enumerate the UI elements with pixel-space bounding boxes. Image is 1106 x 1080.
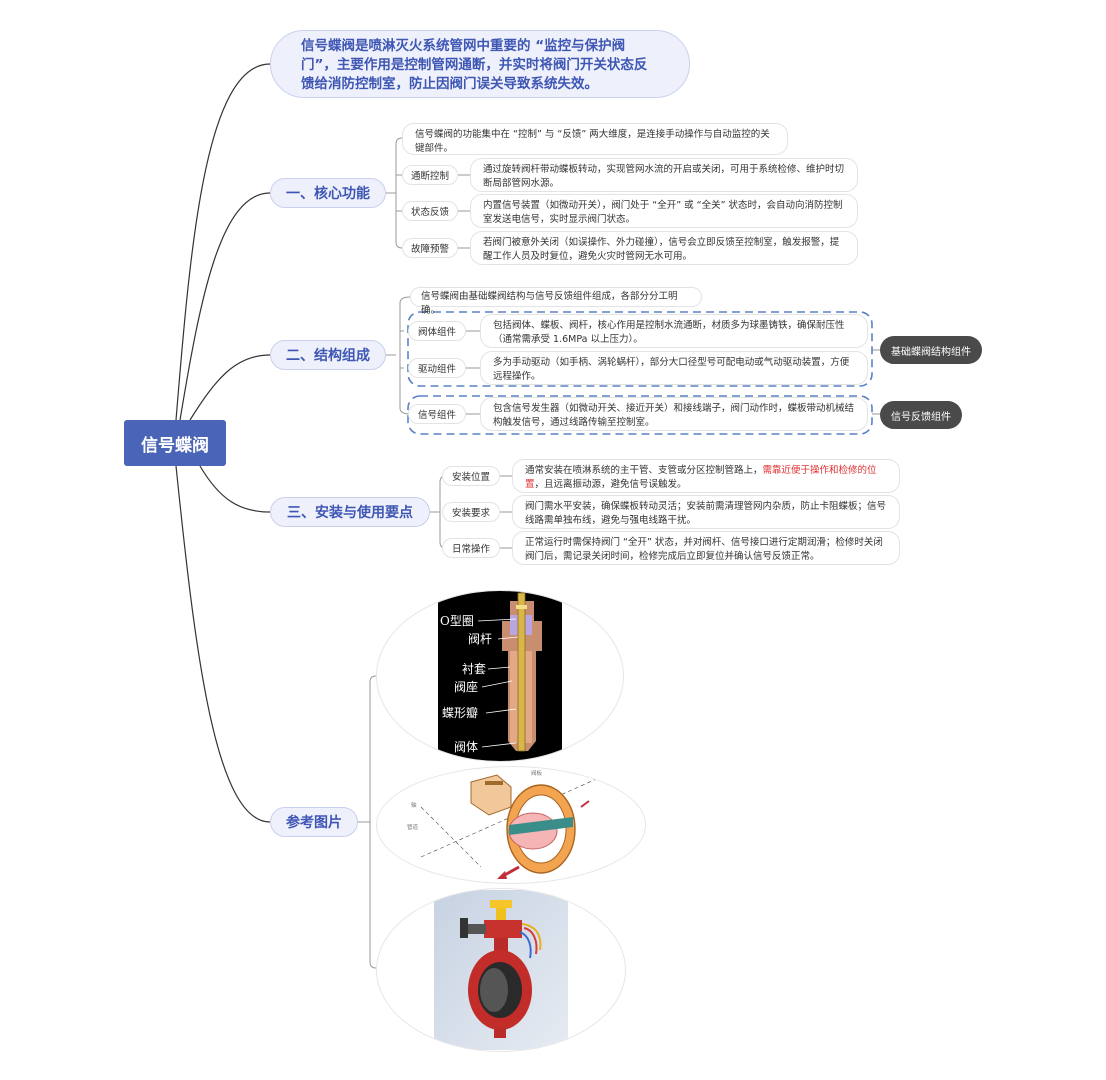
reference-image-isometric[interactable]: 阀门位置指示器 阀板 轴 管道: [376, 766, 646, 884]
intro-text: 信号蝶阀是喷淋灭火系统管网中重要的 “监控与保护阀门”，主要作用是控制管网通断，…: [301, 38, 648, 92]
label-text: 驱动组件: [417, 364, 456, 375]
label-text: 安装要求: [451, 508, 490, 519]
reference-image-cross-section[interactable]: O型圈 阀杆 衬套 阀座 蝶形瓣 阀体: [376, 590, 624, 762]
label-text: 状态反馈: [410, 207, 449, 218]
leaf-signal[interactable]: 包含信号发生器（如微动开关、接近开关）和接线端子，阀门动作时，蝶板带动机械结构触…: [480, 397, 868, 431]
leaf-install-requirements[interactable]: 阀门需水平安装，确保蝶板转动灵活；安装前需清理管网内杂质，防止卡阻蝶板；信号线路…: [512, 495, 900, 529]
tag-signal-components[interactable]: 信号反馈组件: [880, 401, 962, 429]
leaf-text: 通过旋转阀杆带动蝶板转动，实现管网水流的开启或关闭，可用于系统检修、维护时切断局…: [483, 164, 845, 189]
summary-structure[interactable]: 信号蝶阀由基础蝶阀结构与信号反馈组件组成，各部分分工明确。: [410, 287, 702, 316]
image-label-plate: 阀板: [531, 769, 543, 777]
label-on-off-control[interactable]: 通断控制: [402, 165, 458, 185]
label-text: 信号组件: [417, 410, 456, 421]
branch-title: 参考图片: [286, 815, 342, 831]
label-daily-operation[interactable]: 日常操作: [442, 538, 500, 558]
valve-cross-section-picture: O型圈 阀杆 衬套 阀座 蝶形瓣 阀体: [438, 591, 562, 761]
valve-isometric-picture: 阀门位置指示器 阀板 轴 管道: [403, 769, 602, 879]
leaf-drive[interactable]: 多为手动驱动（如手柄、涡轮蜗杆），部分大口径型号可配电动或气动驱动装置，方便远程…: [480, 351, 868, 385]
summary-core-functions[interactable]: 信号蝶阀的功能集中在 “控制” 与 “反馈” 两大维度，是连接手动操作与自动监控…: [402, 123, 788, 155]
valve-photo-picture: [434, 890, 568, 1050]
tag-text: 信号反馈组件: [891, 411, 951, 423]
image-label-shaft: 轴: [411, 801, 417, 809]
leaf-text: ，且远离振动源，避免信号误触发。: [534, 479, 687, 490]
branch-installation[interactable]: 三、安装与使用要点: [270, 497, 430, 527]
leaf-text: 内置信号装置（如微动开关），阀门处于 “全开” 或 “全关” 状态时，会自动向消…: [483, 200, 843, 225]
leaf-valve-body[interactable]: 包括阀体、蝶板、阀杆，核心作用是控制水流通断，材质多为球墨铸铁，确保耐压性（通常…: [480, 314, 868, 348]
branch-reference-images[interactable]: 参考图片: [270, 807, 358, 837]
label-text: 安装位置: [451, 472, 490, 483]
leaf-text: 多为手动驱动（如手柄、涡轮蜗杆），部分大口径型号可配电动或气动驱动装置，方便远程…: [493, 357, 850, 382]
label-signal[interactable]: 信号组件: [408, 404, 466, 424]
summary-text: 信号蝶阀由基础蝶阀结构与信号反馈组件组成，各部分分工明确。: [421, 291, 678, 316]
image-label-body: 阀体: [454, 740, 478, 754]
image-label-o-ring: O型圈: [440, 614, 474, 628]
leaf-on-off-control[interactable]: 通过旋转阀杆带动蝶板转动，实现管网水流的开启或关闭，可用于系统检修、维护时切断局…: [470, 158, 858, 192]
leaf-text: 包括阀体、蝶板、阀杆，核心作用是控制水流通断，材质多为球墨铸铁，确保耐压性（通常…: [493, 320, 845, 345]
label-drive[interactable]: 驱动组件: [408, 358, 466, 378]
label-text: 阀体组件: [417, 327, 456, 338]
label-install-location[interactable]: 安装位置: [442, 466, 500, 486]
branch-title: 三、安装与使用要点: [287, 505, 413, 521]
leaf-install-location[interactable]: 通常安装在喷淋系统的主干管、支管或分区控制管路上，需靠近便于操作和检修的位置，且…: [512, 459, 900, 493]
image-label-disc: 蝶形瓣: [442, 705, 478, 720]
branch-structure[interactable]: 二、结构组成: [270, 340, 386, 370]
intro-node[interactable]: 信号蝶阀是喷淋灭火系统管网中重要的 “监控与保护阀门”，主要作用是控制管网通断，…: [270, 30, 690, 98]
summary-text: 信号蝶阀的功能集中在 “控制” 与 “反馈” 两大维度，是连接手动操作与自动监控…: [415, 129, 770, 154]
branch-title: 二、结构组成: [286, 348, 370, 364]
leaf-text: 若阀门被意外关闭（如误操作、外力碰撞），信号会立即反馈至控制室，触发报警，提醒工…: [483, 237, 840, 262]
label-install-requirements[interactable]: 安装要求: [442, 502, 500, 522]
tag-text: 基础蝶阀结构组件: [891, 346, 971, 358]
leaf-text: 正常运行时需保持阀门 “全开” 状态，并对阀杆、信号接口进行定期润滑；检修时关闭…: [525, 537, 883, 562]
leaf-text: 通常安装在喷淋系统的主干管、支管或分区控制管路上，: [525, 465, 763, 476]
branch-core-functions[interactable]: 一、核心功能: [270, 178, 386, 208]
group-box-basic: [407, 311, 873, 387]
image-label-bushing: 衬套: [462, 662, 486, 676]
root-node[interactable]: 信号蝶阀: [124, 420, 226, 466]
image-label-stem: 阀杆: [468, 632, 492, 646]
image-label-pipe: 管道: [407, 823, 419, 831]
leaf-status-feedback[interactable]: 内置信号装置（如微动开关），阀门处于 “全开” 或 “全关” 状态时，会自动向消…: [470, 194, 858, 228]
branch-title: 一、核心功能: [286, 186, 370, 202]
image-label-seat: 阀座: [454, 679, 478, 694]
leaf-daily-operation[interactable]: 正常运行时需保持阀门 “全开” 状态，并对阀杆、信号接口进行定期润滑；检修时关闭…: [512, 531, 900, 565]
label-text: 日常操作: [451, 544, 490, 555]
label-status-feedback[interactable]: 状态反馈: [402, 201, 458, 221]
tag-basic-components[interactable]: 基础蝶阀结构组件: [880, 336, 982, 364]
leaf-text: 阀门需水平安装，确保蝶板转动灵活；安装前需清理管网内杂质，防止卡阻蝶板；信号线路…: [525, 501, 887, 526]
label-text: 通断控制: [410, 171, 449, 182]
leaf-fault-warning[interactable]: 若阀门被意外关闭（如误操作、外力碰撞），信号会立即反馈至控制室，触发报警，提醒工…: [470, 231, 858, 265]
label-valve-body[interactable]: 阀体组件: [408, 321, 466, 341]
reference-image-photo[interactable]: [376, 888, 626, 1052]
label-text: 故障预警: [410, 244, 449, 255]
root-title: 信号蝶阀: [141, 435, 209, 456]
leaf-text: 包含信号发生器（如微动开关、接近开关）和接线端子，阀门动作时，蝶板带动机械结构触…: [493, 403, 855, 428]
highlight-text: 需靠近便于操作和检修的位置: [525, 465, 877, 490]
label-fault-warning[interactable]: 故障预警: [402, 238, 458, 258]
